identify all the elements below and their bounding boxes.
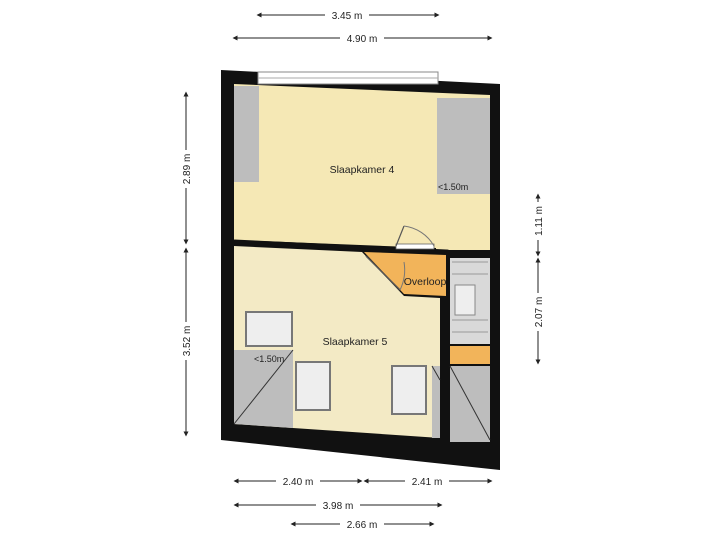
low-ceiling-left-room4: [234, 86, 259, 182]
low-ceiling-right-room4: [437, 98, 490, 194]
label-slaapkamer-5: Slaapkamer 5: [323, 336, 388, 348]
low-ceiling-left-room5: [234, 350, 293, 428]
dim-bottom-right: 2.41 m: [412, 477, 443, 488]
label-slaapkamer-4: Slaapkamer 4: [330, 164, 395, 176]
label-overloop: Overloop: [404, 276, 447, 288]
dim-right-upper: 1.11 m: [534, 206, 545, 236]
skylight-2: [295, 361, 331, 411]
dim-left-upper: 2.89 m: [182, 154, 193, 185]
height-note-room4: <1.50m: [438, 182, 468, 192]
dim-left-lower: 3.52 m: [182, 326, 193, 357]
dim-bottom-total: 3.98 m: [323, 501, 354, 512]
dim-bottom-left: 2.40 m: [283, 477, 314, 488]
height-note-room5: <1.50m: [254, 354, 284, 364]
stair-landing-orange: [450, 346, 490, 364]
skylight-3: [391, 365, 427, 415]
low-ceiling-right-room5: [432, 366, 440, 438]
dim-top-inner: 3.45 m: [332, 11, 363, 22]
dim-top-outer: 4.90 m: [347, 34, 378, 45]
dim-bottom-inner: 2.66 m: [347, 520, 378, 531]
dim-right-lower: 2.07 m: [534, 297, 545, 328]
room-slaapkamer-4: [234, 84, 490, 250]
skylight-1: [245, 311, 293, 347]
